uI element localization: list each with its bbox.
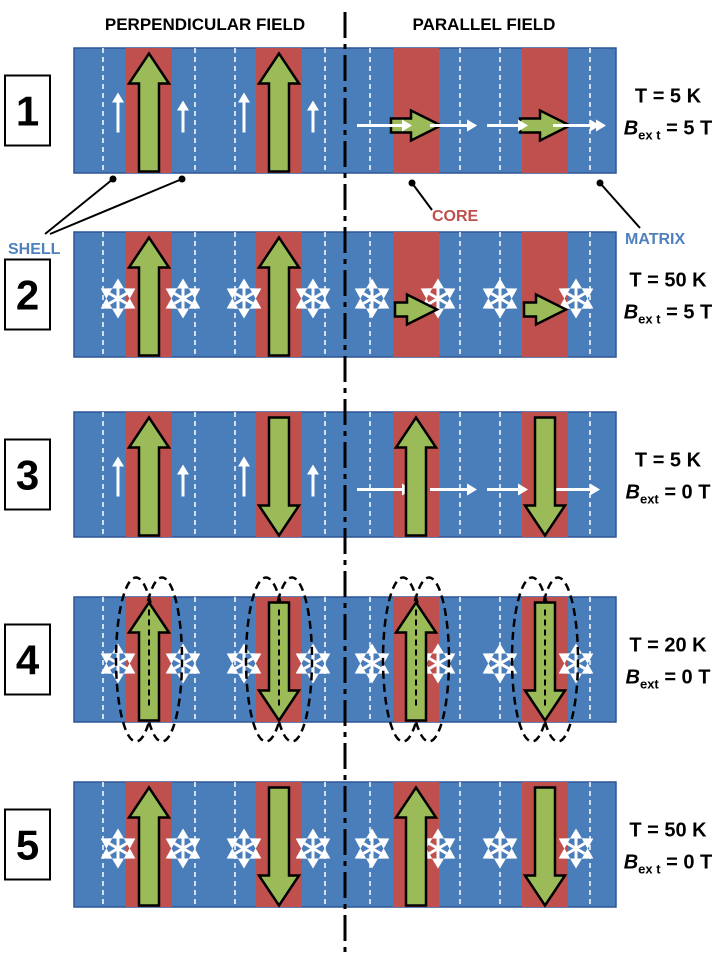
paramagnetic-spin-icon: [354, 278, 390, 319]
paramagnetic-spin-icon: [354, 828, 390, 869]
row-number: 3: [16, 452, 39, 499]
field-arrow: [357, 119, 412, 132]
core-moment-arrow: [518, 108, 573, 143]
core-moment-arrow: [393, 415, 439, 537]
row-number-frame: [4, 438, 51, 511]
core-moment-arrow: [393, 292, 440, 327]
paramagnetic-spin-icon: [482, 643, 518, 684]
core-moment-arrow: [256, 235, 302, 357]
paramagnetic-spin-icon: [295, 643, 331, 684]
shell-spin-arrow: [307, 464, 319, 497]
shell-spin-arrow: [430, 483, 477, 496]
paramagnetic-spin-icon: [100, 828, 136, 869]
row-number: 1: [16, 88, 39, 135]
row-number-box: 1: [4, 74, 51, 147]
paramagnetic-spin-icon: [100, 278, 136, 319]
row-number-box: 2: [4, 258, 51, 331]
temperature-label: T = 20 K: [629, 635, 707, 657]
paramagnetic-spin-icon: [226, 828, 262, 869]
shell-spin-arrow: [177, 100, 189, 133]
row-number-frame: [4, 74, 51, 147]
field-label: Bex t = 0 T: [624, 852, 713, 877]
paramagnetic-spin-icon: [226, 278, 262, 319]
core-moment-arrow: [389, 108, 444, 143]
core-label: CORE: [432, 208, 479, 225]
core-moment-arrow: [522, 786, 568, 908]
shell-spin-arrow: [112, 92, 124, 133]
core-moment-arrow: [126, 51, 172, 173]
temperature-label: T = 50 K: [629, 270, 707, 292]
core-moment-arrow: [256, 416, 302, 538]
core-moment-arrow: [522, 292, 569, 327]
core-region: [522, 232, 568, 357]
core-moment-arrow: [522, 416, 568, 538]
row-number: 2: [16, 272, 39, 319]
paramagnetic-spin-icon: [482, 278, 518, 319]
core-moment-arrow: [126, 415, 172, 537]
row-3: 3 T = 5 K Bext = 0 T: [4, 411, 711, 538]
row-1: 1 T = 5 K Bex t = 5 T: [4, 47, 713, 174]
paramagnetic-spin-icon: [295, 278, 331, 319]
field-arrow: [553, 119, 606, 132]
paramagnetic-spin-icon: [558, 643, 594, 684]
perpendicular-field-header: PERPENDICULAR FIELD: [105, 15, 305, 34]
field-arrow: [430, 119, 477, 132]
core-moment-arrow: [126, 235, 172, 357]
shell-label: SHELL: [8, 241, 61, 258]
core-callout-line: [408, 179, 433, 211]
row-number-box: 5: [4, 808, 51, 881]
temperature-label: T = 5 K: [635, 86, 702, 108]
rows-group: 1 T = 5 K Bex t = 5 T 2 T = 50 K Bex t = 5 T 3…: [4, 47, 713, 908]
field-label: Bex t = 5 T: [624, 118, 713, 143]
temperature-label: T = 50 K: [629, 820, 707, 842]
paramagnetic-spin-icon: [165, 828, 201, 869]
core-moment-arrow: [393, 785, 439, 907]
core-moment-arrow: [256, 51, 302, 173]
shell-callout-lines: [44, 175, 186, 235]
row-5: 5 T = 50 K Bex t = 0 T: [4, 781, 713, 908]
row-number: 4: [16, 637, 40, 684]
shell-spin-arrow: [238, 92, 250, 133]
core-region: [522, 48, 568, 173]
shell-spin-arrow: [177, 464, 189, 497]
shell-spin-arrow: [487, 483, 528, 496]
field-label: Bext = 0 T: [626, 667, 711, 692]
parallel-field-header: PARALLEL FIELD: [413, 15, 556, 34]
matrix-callout-line: [596, 179, 641, 229]
core-moment-arrow: [126, 785, 172, 907]
row-number-frame: [4, 623, 51, 696]
row-number-frame: [4, 808, 51, 881]
row-number-box: 3: [4, 438, 51, 511]
core-region: [393, 48, 439, 173]
paramagnetic-spin-icon: [165, 278, 201, 319]
field-arrow: [487, 119, 528, 132]
shell-spin-arrow: [238, 456, 250, 497]
row-2: 2 T = 50 K Bex t = 5 T: [4, 231, 713, 358]
row-number: 5: [16, 822, 39, 869]
paramagnetic-spin-icon: [558, 278, 594, 319]
field-label: Bex t = 5 T: [624, 302, 713, 327]
matrix-label: MATRIX: [625, 231, 685, 248]
row-4: 4 T = 20 K Bext = 0 T: [4, 576, 711, 743]
paramagnetic-spin-icon: [482, 828, 518, 869]
core-moment-arrow: [256, 786, 302, 908]
paramagnetic-spin-icon: [295, 828, 331, 869]
shell-spin-arrow: [307, 100, 319, 133]
row-number-frame: [4, 258, 51, 331]
shell-spin-arrow: [553, 483, 600, 496]
paramagnetic-spin-icon: [558, 828, 594, 869]
row-number-box: 4: [4, 623, 51, 696]
field-label: Bext = 0 T: [626, 482, 711, 507]
shell-spin-arrow: [112, 456, 124, 497]
temperature-label: T = 5 K: [635, 450, 702, 472]
